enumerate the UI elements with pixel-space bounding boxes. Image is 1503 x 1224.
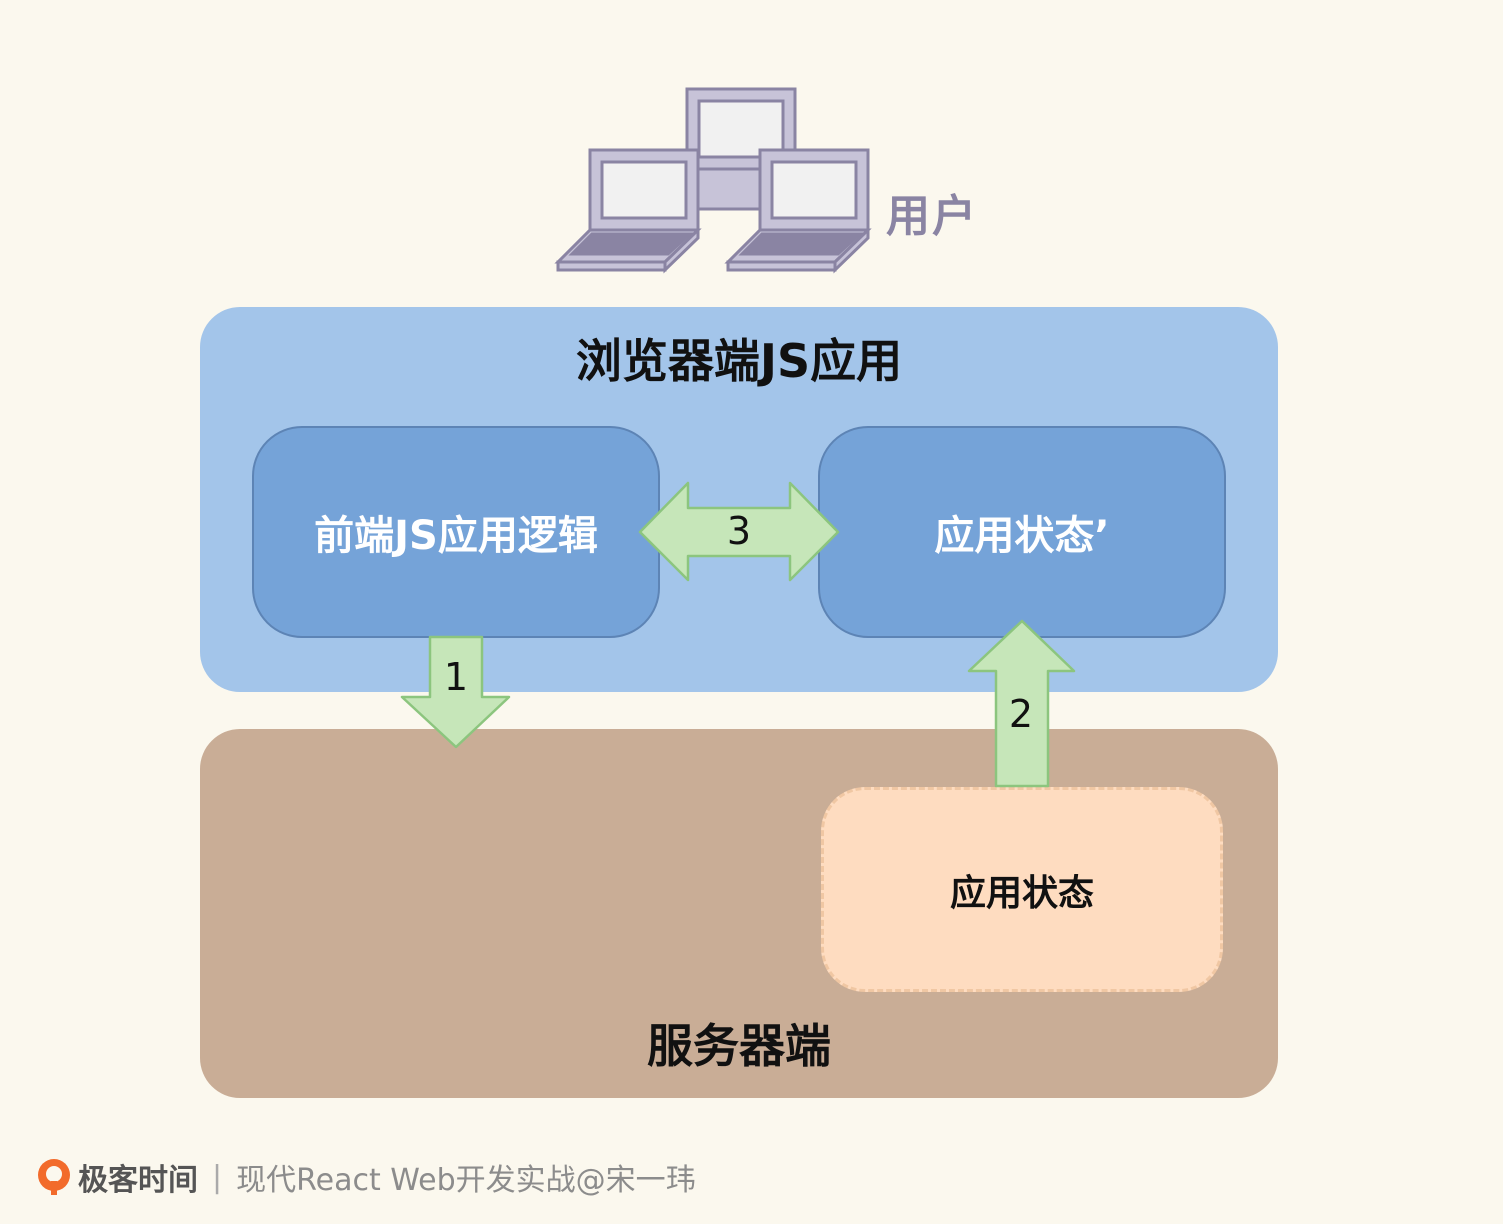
app-state-prime-label: 应用状态’ bbox=[934, 513, 1110, 559]
down-arrow-1 bbox=[400, 635, 511, 749]
server-panel-title: 服务器端 bbox=[647, 1019, 831, 1073]
laptops-icon bbox=[554, 87, 872, 274]
double-arrow-3 bbox=[638, 481, 840, 582]
frontend-logic-label: 前端JS应用逻辑 bbox=[314, 513, 598, 559]
arrow-label-2: 2 bbox=[1009, 692, 1033, 736]
server-app-state-label: 应用状态 bbox=[949, 872, 1094, 914]
arrow-label-3: 3 bbox=[727, 509, 751, 553]
server-app-state-box: 应用状态 bbox=[821, 787, 1223, 992]
app-state-prime-box: 应用状态’ bbox=[818, 426, 1226, 638]
frontend-logic-box: 前端JS应用逻辑 bbox=[252, 426, 660, 638]
footer-brand: 极客时间 bbox=[78, 1163, 198, 1198]
users-label: 用户 bbox=[886, 191, 978, 242]
geektime-logo-icon bbox=[38, 1159, 70, 1195]
footer: 极客时间 | 现代React Web开发实战@宋一玮 bbox=[36, 1155, 696, 1199]
browser-panel-title: 浏览器端JS应用 bbox=[575, 334, 903, 388]
footer-separator: | bbox=[212, 1159, 223, 1195]
arrow-label-1: 1 bbox=[444, 655, 468, 699]
footer-course: 现代React Web开发实战@宋一玮 bbox=[236, 1163, 696, 1198]
up-arrow-2 bbox=[967, 619, 1076, 788]
